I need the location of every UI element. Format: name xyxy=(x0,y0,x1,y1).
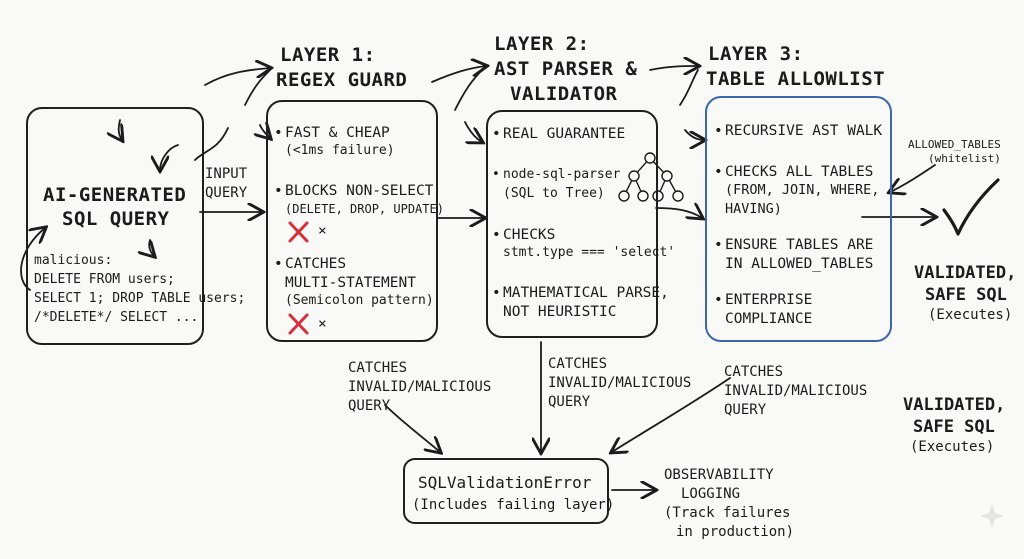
layer2-bullet-1: REAL GUARANTEE xyxy=(492,125,625,144)
layer3-box xyxy=(705,96,892,342)
catches-layer1-1: CATCHES xyxy=(348,360,408,376)
layer2-bullet-4a: MATHEMATICAL PARSE, xyxy=(492,284,669,303)
layer3-bullet-3b: IN ALLOWED_TABLES xyxy=(725,256,874,272)
catches-layer3-3: QUERY xyxy=(724,402,767,418)
layer1-bullet-3c: (Semicolon pattern) xyxy=(285,293,434,308)
arrow-layer1-error xyxy=(384,404,440,452)
observability-3: (Track failures xyxy=(664,505,791,521)
validated-2-line2: SAFE SQL xyxy=(913,417,995,437)
layer1-x-mark-2: × xyxy=(318,316,327,332)
validated-1-line2: SAFE SQL xyxy=(925,285,1007,305)
layer3-bullet-1: RECURSIVE AST WALK xyxy=(714,122,882,141)
allowed-tables-note-1: ALLOWED_TABLES xyxy=(908,138,1001,151)
layer2-box xyxy=(486,110,658,338)
layer1-bullet-2a: BLOCKS NON-SELECT xyxy=(274,182,433,201)
source-title-line1: AI-GENERATED xyxy=(43,184,187,206)
sparkle-icon xyxy=(980,504,1004,528)
red-x-icon xyxy=(288,313,309,335)
catches-layer1-3: QUERY xyxy=(348,398,391,414)
layer3-bullet-3a: ENSURE TABLES ARE xyxy=(714,236,873,255)
catches-layer2-3: QUERY xyxy=(548,394,591,410)
catches-layer2-1: CATCHES xyxy=(548,356,608,372)
malicious-example-3: /*DELETE*/ SELECT ... xyxy=(34,310,199,325)
layer2-bullet-3b: stmt.type === 'select' xyxy=(503,245,676,260)
observability-4: in production) xyxy=(676,524,795,540)
layer3-bullet-4a: ENTERPRISE xyxy=(714,291,812,310)
error-subtitle: (Includes failing layer) xyxy=(412,497,615,513)
arrow-to-layer3-heading xyxy=(649,66,698,70)
tree-icon xyxy=(618,152,684,202)
layer1-bullet-3b: MULTI-STATEMENT xyxy=(285,275,416,291)
arrow-layer2-layer3 xyxy=(655,208,702,218)
layer2-heading-2: AST PARSER & xyxy=(494,58,638,80)
layer1-bullet-3a: CATCHES xyxy=(274,255,346,274)
checkmark-icon xyxy=(942,178,1000,236)
layer2-bullet-2b: (SQL to Tree) xyxy=(503,186,605,201)
catches-layer3-2: INVALID/MALICIOUS xyxy=(724,383,868,399)
layer1-heading-1: LAYER 1: xyxy=(280,44,376,66)
input-query-label-1: INPUT xyxy=(205,166,248,182)
layer1-box xyxy=(266,100,438,342)
layer1-bullet-1b: (<1ms failure) xyxy=(285,143,395,158)
arrow-to-layer2-heading xyxy=(431,66,486,83)
catches-layer2-2: INVALID/MALICIOUS xyxy=(548,375,692,391)
red-x-icon xyxy=(288,221,309,243)
layer1-heading-2: REGEX GUARD xyxy=(276,69,408,91)
validation-error-box xyxy=(403,458,609,524)
allowed-tables-note-2: (whitelist) xyxy=(928,152,1001,165)
layer3-bullet-4b: COMPLIANCE xyxy=(725,311,813,327)
validated-2-line1: VALIDATED, xyxy=(903,395,1006,415)
validated-1-line3: (Executes) xyxy=(928,307,1013,323)
validated-1-line1: VALIDATED, xyxy=(914,263,1017,283)
malicious-label: malicious: xyxy=(34,253,113,268)
source-title-line2: SQL QUERY xyxy=(62,208,170,230)
layer1-x-mark-1: × xyxy=(318,223,327,239)
catches-layer1-2: INVALID/MALICIOUS xyxy=(348,379,492,395)
observability-1: OBSERVABILITY xyxy=(664,467,774,483)
layer3-bullet-2c: HAVING) xyxy=(725,201,782,217)
source-query-box xyxy=(26,107,204,345)
layer2-bullet-2a: node-sql-parser xyxy=(492,167,620,184)
layer3-heading-2: TABLE ALLOWLIST xyxy=(706,68,886,90)
validated-2-line3: (Executes) xyxy=(910,439,995,455)
layer3-heading-1: LAYER 3: xyxy=(708,43,804,65)
layer1-bullet-2b: (DELETE, DROP, UPDATE) xyxy=(285,202,444,216)
layer1-bullet-1a: FAST & CHEAP xyxy=(274,124,390,143)
malicious-example-2: SELECT 1; DROP TABLE users; xyxy=(34,291,246,306)
malicious-example-1: DELETE FROM users; xyxy=(34,272,175,287)
observability-2: LOGGING xyxy=(681,486,741,502)
arrow-layer3-error xyxy=(612,377,731,452)
layer2-bullet-4b: NOT HEURISTIC xyxy=(503,304,617,320)
catches-layer3-1: CATCHES xyxy=(724,364,784,380)
arrow-to-layer1-heading xyxy=(204,68,270,86)
layer2-heading-1: LAYER 2: xyxy=(494,33,590,55)
layer3-bullet-2b: (FROM, JOIN, WHERE, xyxy=(725,182,880,198)
input-query-label-2: QUERY xyxy=(205,185,248,201)
layer2-bullet-3a: CHECKS xyxy=(492,226,555,245)
error-title: SQLValidationError xyxy=(418,473,592,492)
layer3-bullet-2a: CHECKS ALL TABLES xyxy=(714,163,873,182)
layer2-heading-3: VALIDATOR xyxy=(510,83,618,105)
